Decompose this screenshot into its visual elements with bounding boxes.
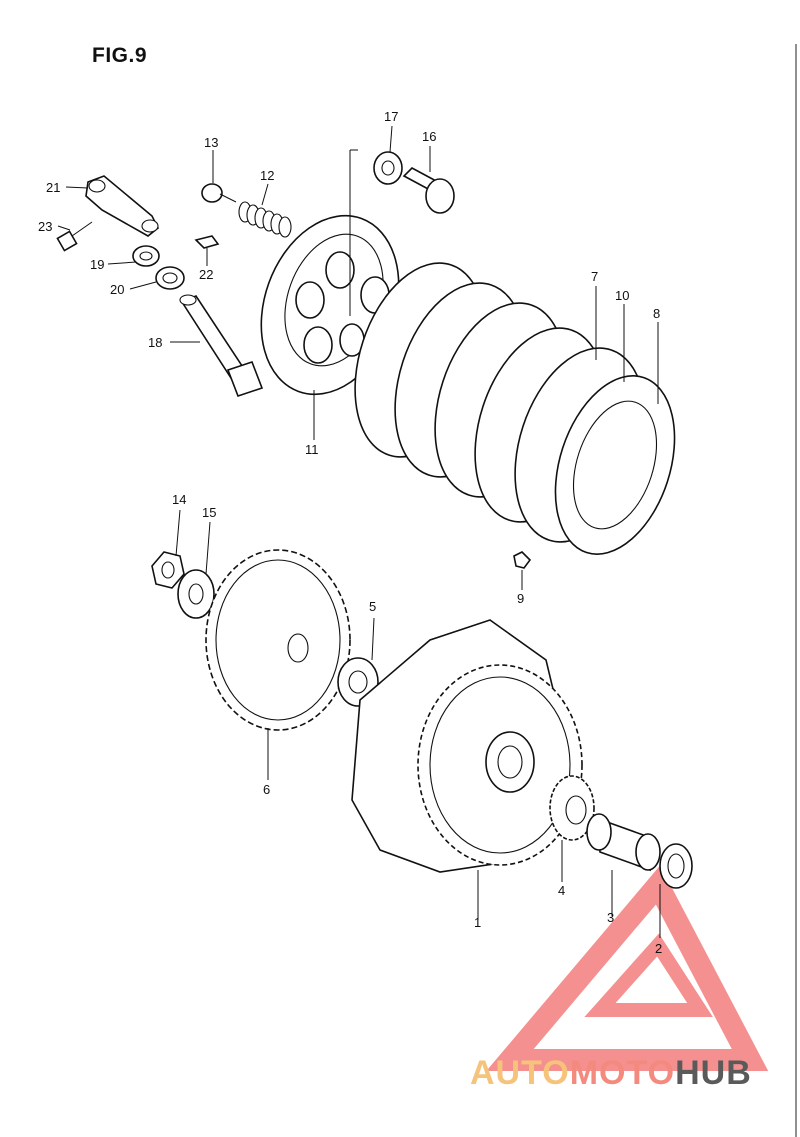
part-18-release-shaft bbox=[179, 294, 264, 398]
part-3-spacer bbox=[586, 813, 661, 872]
watermark-text: AUTOMOTOHUB bbox=[470, 1054, 752, 1093]
part-2-washer bbox=[659, 843, 693, 889]
callout-17: 17 bbox=[384, 109, 398, 124]
callout-1: 1 bbox=[474, 915, 481, 930]
part-17-washer bbox=[373, 151, 403, 185]
part-7-8-10-clutch-plates bbox=[354, 262, 676, 555]
watermark-logo bbox=[486, 865, 769, 1071]
watermark-auto: AUTO bbox=[470, 1054, 570, 1092]
part-15-lock-washer bbox=[177, 569, 215, 619]
callout-23: 23 bbox=[38, 219, 52, 234]
callout-6: 6 bbox=[263, 782, 270, 797]
callout-21: 21 bbox=[46, 180, 60, 195]
callout-11: 11 bbox=[305, 442, 319, 457]
callout-12: 12 bbox=[260, 168, 274, 183]
callout-9: 9 bbox=[517, 591, 524, 606]
callout-15: 15 bbox=[202, 505, 216, 520]
watermark-triangle-inner bbox=[584, 933, 713, 1017]
part-13-bolt bbox=[201, 183, 237, 203]
part-14-nut bbox=[151, 551, 185, 589]
callout-14: 14 bbox=[172, 492, 186, 507]
watermark-moto: MOTO bbox=[569, 1054, 676, 1092]
callout-19: 19 bbox=[90, 257, 104, 272]
part-21-release-lever bbox=[85, 175, 160, 237]
callout-10: 10 bbox=[615, 288, 629, 303]
callout-18: 18 bbox=[148, 335, 162, 350]
watermark-triangle bbox=[486, 865, 769, 1071]
callout-16: 16 bbox=[422, 129, 436, 144]
part-23-bolt bbox=[56, 221, 93, 252]
callout-4: 4 bbox=[558, 883, 565, 898]
callout-20: 20 bbox=[110, 282, 124, 297]
callout-3: 3 bbox=[607, 910, 614, 925]
part-12-spring bbox=[238, 201, 292, 238]
watermark-hub: HUB bbox=[675, 1054, 752, 1092]
part-6-gear bbox=[205, 549, 351, 731]
callout-5: 5 bbox=[369, 599, 376, 614]
part-1-clutch-housing bbox=[351, 619, 583, 873]
part-16-pin bbox=[402, 167, 455, 214]
leader-lines bbox=[57, 125, 661, 938]
callout-22: 22 bbox=[199, 267, 213, 282]
callout-2: 2 bbox=[655, 941, 662, 956]
part-9-nut bbox=[513, 551, 532, 569]
callout-13: 13 bbox=[204, 135, 218, 150]
part-22-clip bbox=[194, 235, 220, 249]
callout-8: 8 bbox=[653, 306, 660, 321]
part-4-gear bbox=[549, 775, 595, 841]
figure-title: FIG.9 bbox=[92, 44, 148, 67]
callout-labels: 1 2 3 4 5 6 7 8 9 10 11 12 13 14 15 16 1… bbox=[38, 109, 662, 956]
callout-7: 7 bbox=[591, 269, 598, 284]
